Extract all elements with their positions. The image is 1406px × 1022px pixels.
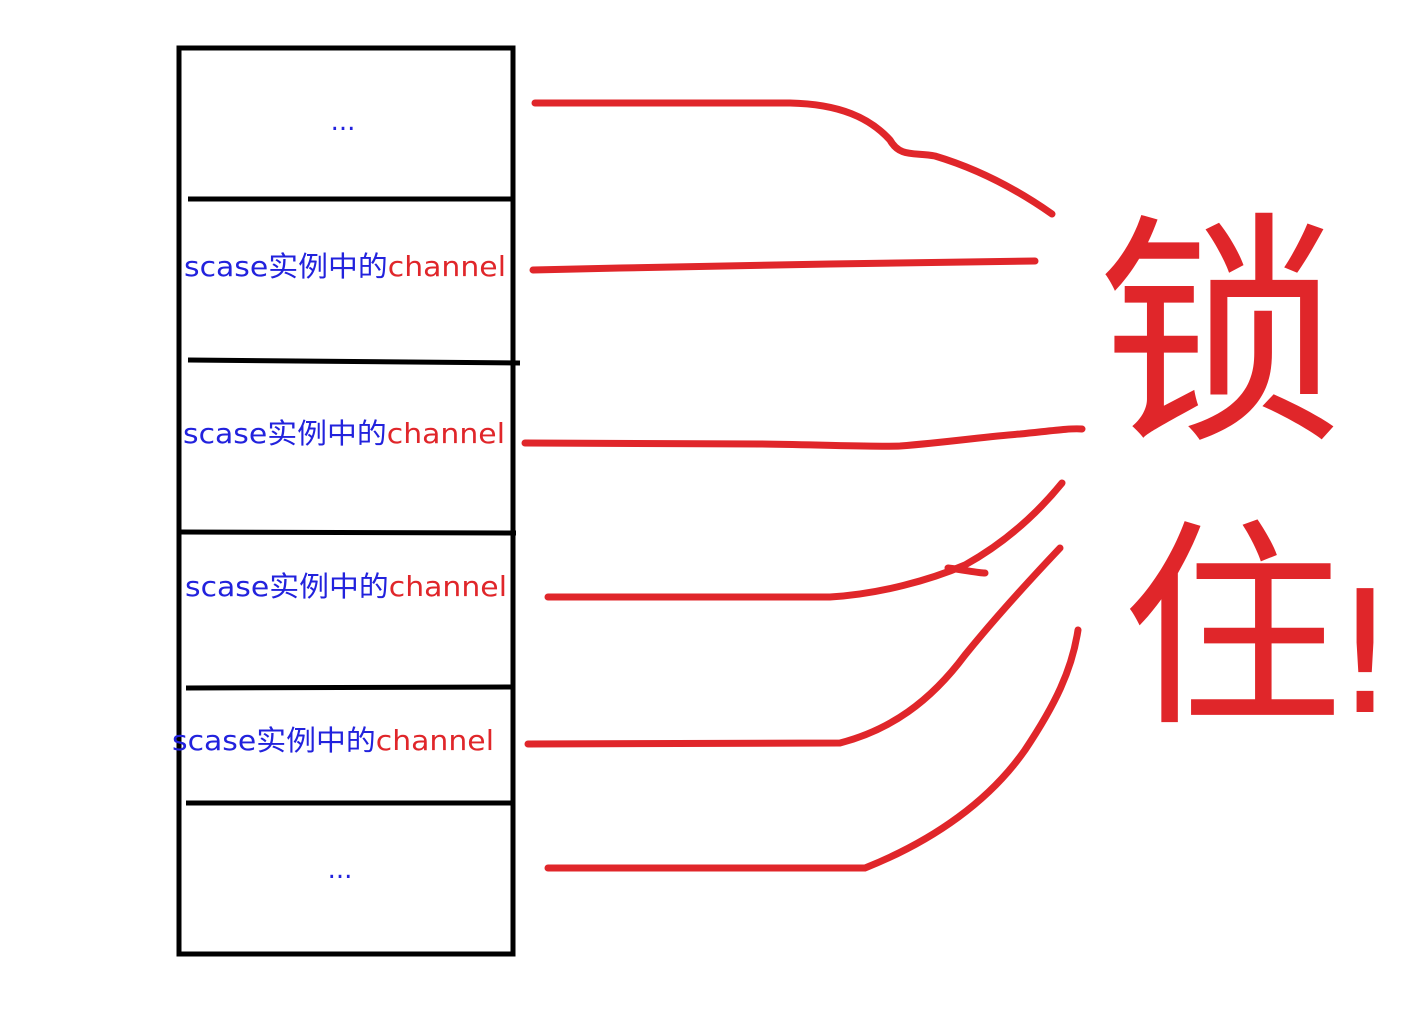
cell-5-ellipsis: ... [328, 855, 353, 885]
connector-2 [529, 257, 1039, 274]
stack-frame [176, 45, 516, 957]
connector-4-stub [944, 564, 989, 577]
cell-1-prefix: scase实例中的 [184, 250, 388, 283]
connector-4 [544, 479, 1066, 601]
connector-5 [524, 544, 1064, 748]
annotation-char-exclaim: ! [1331, 555, 1399, 753]
stack-dividers [179, 196, 521, 806]
red-connectors [521, 99, 1086, 872]
cell-3-prefix: scase实例中的 [185, 570, 389, 603]
cell-0-ellipsis: ... [331, 107, 356, 137]
annotation-char-lock: 锁 [1098, 193, 1343, 478]
annotation-char-hold: 住 [1122, 501, 1342, 757]
connector-1 [531, 99, 1056, 218]
cell-2-suffix: channel [387, 417, 505, 450]
cell-4-prefix: scase实例中的 [172, 724, 376, 757]
connector-6 [544, 626, 1082, 872]
divider-2 [187, 357, 521, 366]
connector-3 [521, 425, 1086, 450]
cell-4-suffix: channel [376, 724, 494, 757]
divider-4 [185, 684, 512, 691]
cell-2-prefix: scase实例中的 [183, 417, 387, 450]
cell-1-suffix: channel [388, 250, 506, 283]
cell-3-suffix: channel [389, 570, 507, 603]
divider-3 [179, 529, 517, 536]
